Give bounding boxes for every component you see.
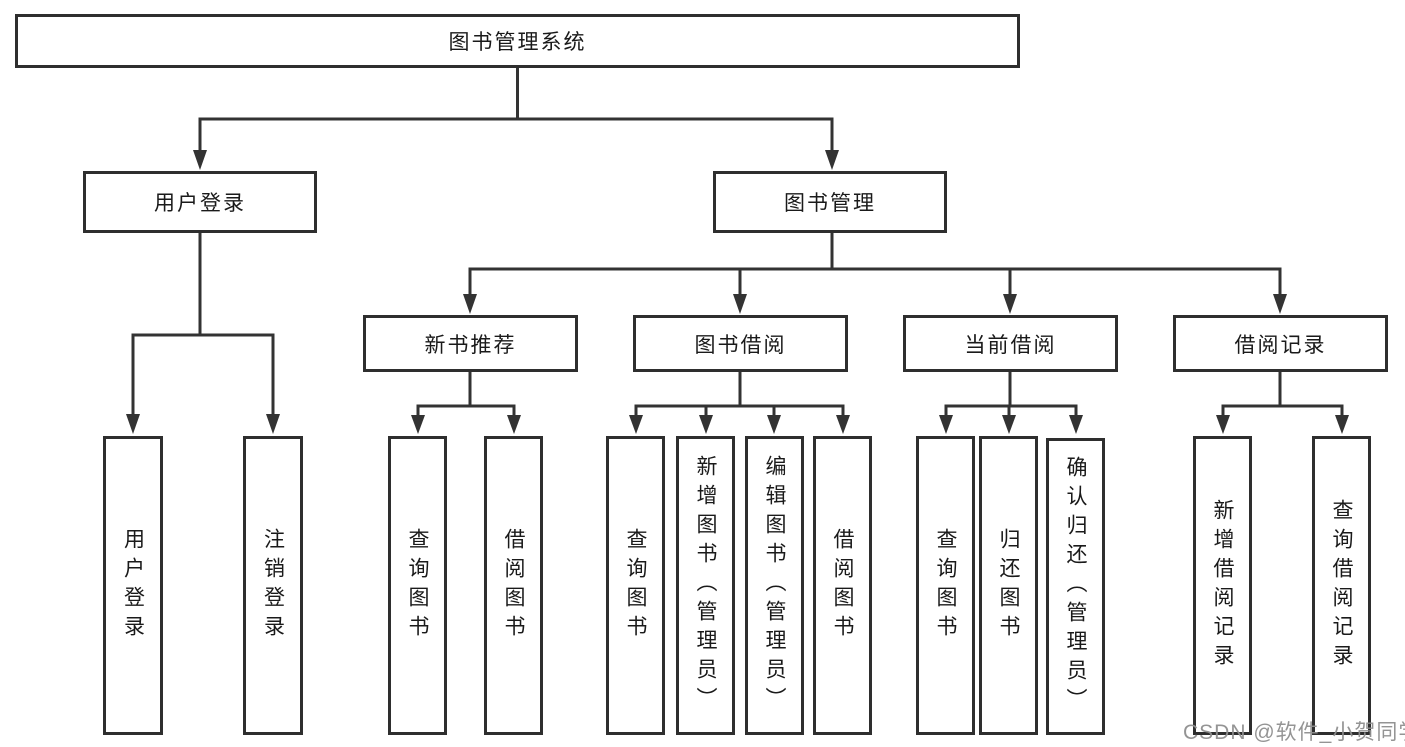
leaf-borrow-book-label: 借阅图书 <box>831 527 854 644</box>
arrowheads <box>126 150 1349 434</box>
node-current-borrow-label: 当前借阅 <box>964 333 1057 357</box>
node-book-management: 图书管理 <box>713 171 947 233</box>
node-book-management-label: 图书管理 <box>784 192 876 215</box>
leaf-query-books-borrow-label: 查询图书 <box>624 527 647 644</box>
leaf-query-books-current: 查询图书 <box>916 436 975 735</box>
leaf-query-books-current-label: 查询图书 <box>934 527 957 644</box>
csdn-watermark: CSDN @软件_小贺同学 <box>1183 721 1405 744</box>
leaf-query-borrow-record: 查询借阅记录 <box>1312 436 1371 735</box>
leaf-borrow-book: 借阅图书 <box>813 436 872 735</box>
leaf-logout: 注销登录 <box>243 436 303 735</box>
leaf-add-borrow-record: 新增借阅记录 <box>1193 436 1252 735</box>
leaf-return-book-label: 归还图书 <box>997 527 1020 644</box>
node-root-label: 图书管理系统 <box>448 31 587 54</box>
node-new-book-recommend: 新书推荐 <box>363 315 578 372</box>
leaf-query-borrow-record-label: 查询借阅记录 <box>1330 498 1353 673</box>
leaf-user-login: 用户登录 <box>103 436 163 735</box>
node-borrow-records: 借阅记录 <box>1173 315 1388 372</box>
leaf-borrow-books-recommend: 借阅图书 <box>484 436 543 735</box>
leaf-confirm-return-admin-label: 确认归还（管理员） <box>1064 456 1087 717</box>
node-root-system: 图书管理系统 <box>15 14 1020 68</box>
leaf-user-login-label: 用户登录 <box>121 527 145 644</box>
leaf-edit-book-admin: 编辑图书（管理员） <box>745 436 804 735</box>
leaf-add-borrow-record-label: 新增借阅记录 <box>1211 498 1234 673</box>
leaf-query-books-borrow: 查询图书 <box>606 436 665 735</box>
node-new-book-recommend-label: 新书推荐 <box>424 333 517 357</box>
leaf-query-books-recommend: 查询图书 <box>388 436 447 735</box>
leaf-add-book-admin: 新增图书（管理员） <box>676 436 735 735</box>
leaf-edit-book-admin-label: 编辑图书（管理员） <box>763 455 786 716</box>
leaf-return-book: 归还图书 <box>979 436 1038 735</box>
leaf-borrow-books-recommend-label: 借阅图书 <box>502 527 525 644</box>
leaf-confirm-return-admin: 确认归还（管理员） <box>1046 438 1105 735</box>
node-user-login: 用户登录 <box>83 171 317 233</box>
node-book-borrow: 图书借阅 <box>633 315 848 372</box>
leaf-query-books-recommend-label: 查询图书 <box>406 527 429 644</box>
node-user-login-label: 用户登录 <box>154 192 246 215</box>
leaf-logout-label: 注销登录 <box>261 527 285 644</box>
node-borrow-records-label: 借阅记录 <box>1234 333 1327 357</box>
node-book-borrow-label: 图书借阅 <box>694 333 787 357</box>
node-current-borrow: 当前借阅 <box>903 315 1118 372</box>
leaf-add-book-admin-label: 新增图书（管理员） <box>694 455 717 716</box>
